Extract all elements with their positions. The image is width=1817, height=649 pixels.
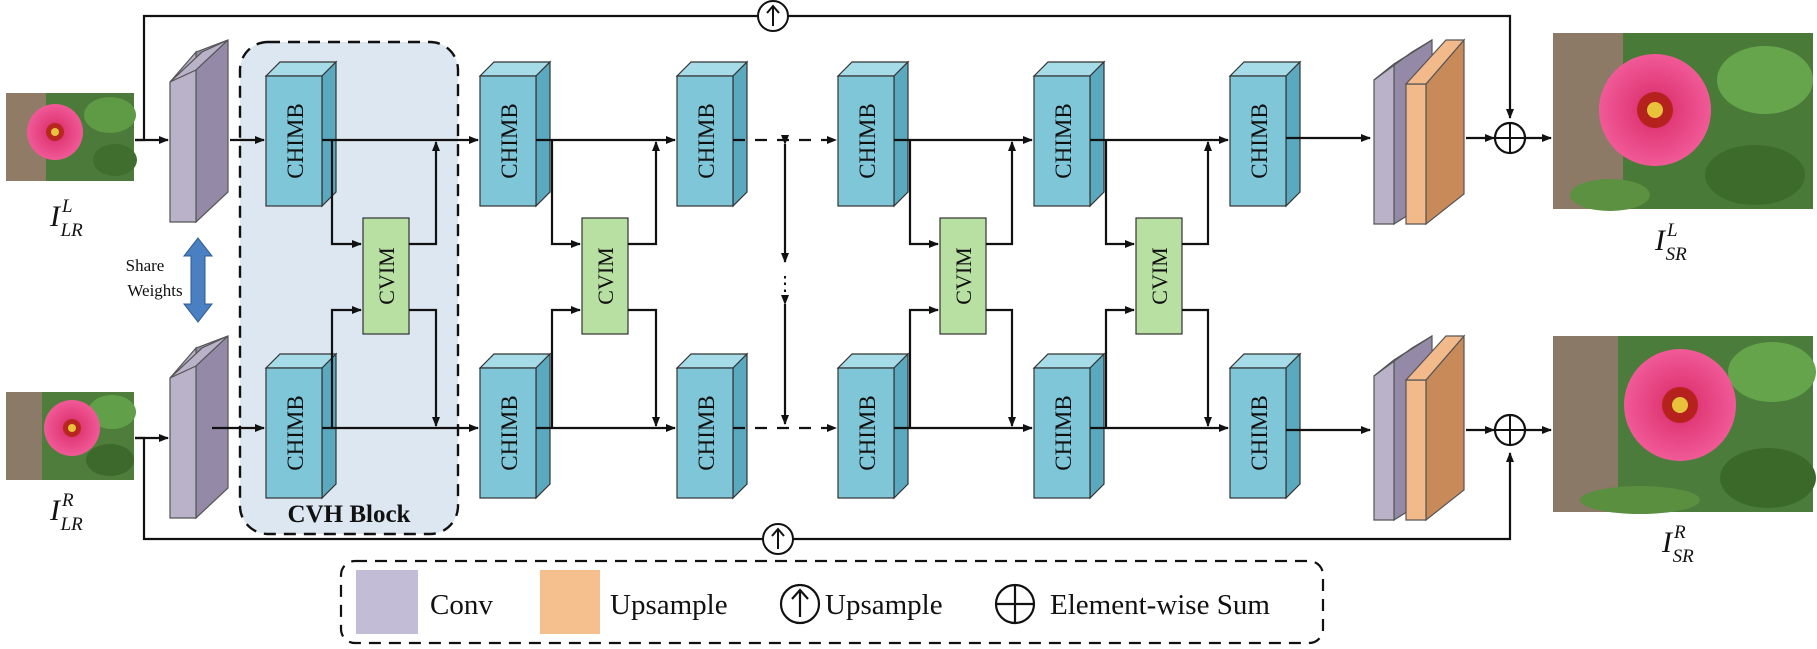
svg-text:CHIMB: CHIMB	[283, 395, 308, 470]
chimb-block-top-3: CHIMB	[676, 61, 748, 207]
element-sum-bottom-icon	[1493, 413, 1527, 447]
legend-sum-op-label: Element-wise Sum	[1050, 589, 1270, 621]
share-weights-arrow-icon	[182, 237, 214, 323]
legend-upsample-label: Upsample	[610, 589, 728, 621]
element-sum-top-icon	[1493, 121, 1527, 155]
chimb-block-bottom-1: CHIMB	[265, 353, 337, 499]
share-weights-label-line2: Weights	[127, 281, 182, 300]
legend-upsample-op-label: Upsample	[825, 589, 943, 621]
tail-upsample-top	[1404, 38, 1466, 226]
chimb-block-top-5: CHIMB	[1033, 61, 1105, 207]
legend-conv-label: Conv	[430, 589, 493, 621]
cvim-block-3: CVIM	[939, 217, 987, 335]
chimb-block-bottom-5: CHIMB	[1033, 353, 1105, 499]
chimb-block-bottom-3: CHIMB	[676, 353, 748, 499]
legend-sum-op-icon	[994, 583, 1036, 625]
svg-text:CVIM: CVIM	[951, 247, 976, 304]
svg-text:CVIM: CVIM	[374, 247, 399, 304]
svg-text:CHIMB: CHIMB	[497, 103, 522, 178]
cvim-block-1: CVIM	[362, 217, 410, 335]
upsample-op-bottom-icon	[762, 523, 794, 555]
share-weights-label-line1: Share	[126, 256, 165, 275]
svg-text:CHIMB: CHIMB	[1247, 395, 1272, 470]
chimb-block-top-4: CHIMB	[837, 61, 909, 207]
chimb-block-bottom-2: CHIMB	[479, 353, 551, 499]
chimb-block-top-6: CHIMB	[1229, 61, 1301, 207]
conv-layer-top	[169, 39, 229, 224]
svg-text:CHIMB: CHIMB	[694, 395, 719, 470]
legend-upsample-op-icon	[779, 583, 821, 625]
ellipsis-vertical: ⋮	[775, 273, 795, 295]
chimb-block-bottom-4: CHIMB	[837, 353, 909, 499]
svg-text:CHIMB: CHIMB	[1051, 395, 1076, 470]
input-image-left	[6, 93, 137, 181]
chimb-block-top-2: CHIMB	[479, 61, 551, 207]
svg-text:CHIMB: CHIMB	[855, 103, 880, 178]
svg-text:CVIM: CVIM	[593, 247, 618, 304]
upsample-op-top-icon	[757, 0, 789, 32]
cvh-block-label: CVH Block	[288, 501, 411, 528]
conv-layer-bottom	[169, 335, 229, 520]
svg-text:CHIMB: CHIMB	[497, 395, 522, 470]
output-image-left	[1553, 33, 1813, 211]
legend-conv-swatch	[356, 570, 418, 634]
output-image-right	[1553, 336, 1816, 514]
cvim-block-4: CVIM	[1135, 217, 1183, 335]
chimb-block-bottom-6: CHIMB	[1229, 353, 1301, 499]
svg-text:CHIMB: CHIMB	[283, 103, 308, 178]
svg-text:CVIM: CVIM	[1147, 247, 1172, 304]
cvim-block-2: CVIM	[581, 217, 629, 335]
svg-text:CHIMB: CHIMB	[1051, 103, 1076, 178]
svg-text:CHIMB: CHIMB	[855, 395, 880, 470]
svg-text:CHIMB: CHIMB	[1247, 103, 1272, 178]
tail-upsample-bottom	[1404, 334, 1466, 522]
svg-text:CHIMB: CHIMB	[694, 103, 719, 178]
legend-upsample-swatch	[540, 570, 600, 634]
chimb-block-top-1: CHIMB	[265, 61, 337, 207]
input-image-right	[6, 392, 136, 480]
